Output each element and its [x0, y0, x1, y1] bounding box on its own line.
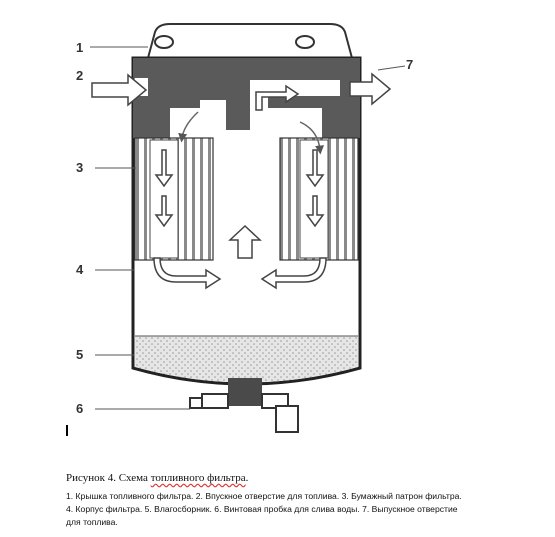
inlet-arrow	[91, 73, 148, 107]
outlet-arrow	[349, 72, 392, 106]
caption-prefix: Рисунок 4. Схема	[66, 472, 151, 484]
text-cursor	[66, 425, 68, 436]
cover-bracket	[146, 23, 354, 59]
legend-line-2: 4. Корпус фильтра. 5. Влагосборник. 6. В…	[66, 504, 458, 514]
legend-line-1: 1. Крышка топливного фильтра. 2. Впускно…	[66, 491, 462, 501]
leader-lines	[90, 46, 406, 410]
up-arrow	[228, 224, 262, 259]
label-3: 3	[76, 160, 83, 175]
label-7: 7	[406, 57, 413, 72]
figure-legend: 1. Крышка топливного фильтра. 2. Впускно…	[66, 490, 526, 529]
caption-underlined: топливного фильтра	[150, 472, 246, 484]
legend-line-3: для топлива.	[66, 517, 118, 527]
drain-plug	[189, 378, 299, 433]
label-1: 1	[76, 40, 83, 55]
label-4: 4	[76, 262, 84, 277]
label-2: 2	[76, 68, 83, 83]
fuel-filter-diagram: 1 2 3 4 5 6 7	[76, 23, 413, 433]
label-6: 6	[76, 401, 83, 416]
filter-cover-head	[133, 58, 360, 138]
figure-caption: Рисунок 4. Схема топливного фильтра.	[66, 472, 249, 484]
flow-arrows	[91, 72, 392, 290]
label-5: 5	[76, 347, 83, 362]
paper-cartridge	[134, 137, 359, 261]
